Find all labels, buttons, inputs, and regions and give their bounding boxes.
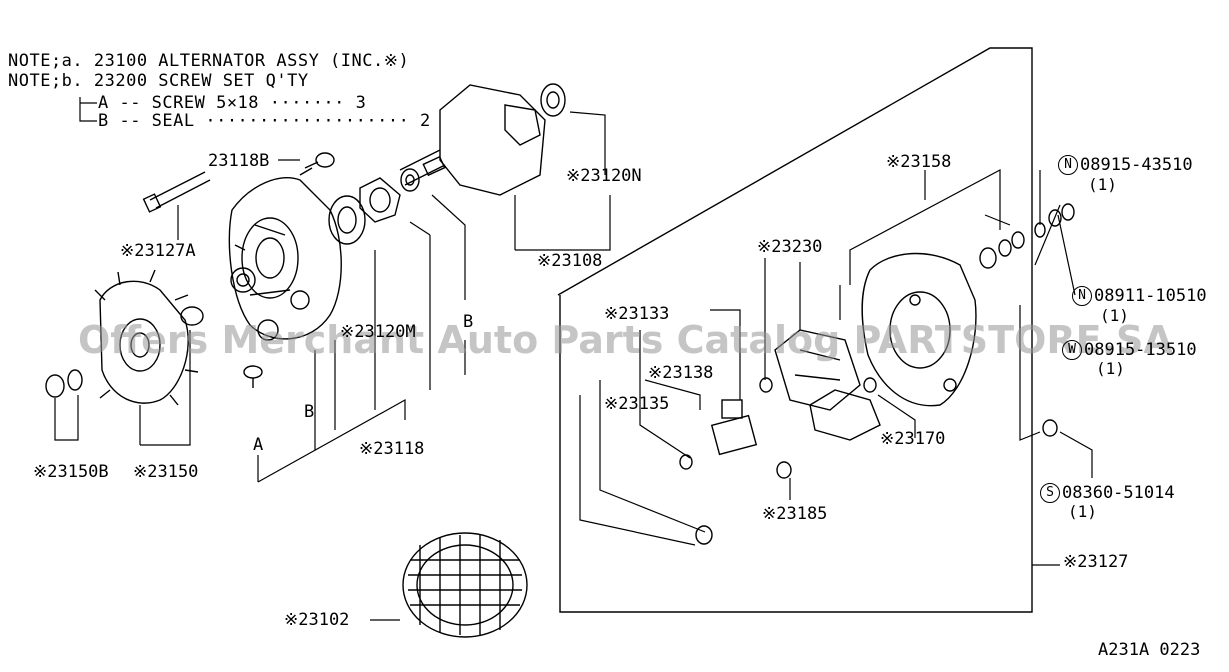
watermark-text: Offers Merchant Auto Parts Catalog PARTS… xyxy=(78,318,1173,362)
screw-08360 xyxy=(1042,419,1058,437)
front-cover-part xyxy=(228,176,342,341)
note-line-3: A -- SCREW 5×18 ······· 3 xyxy=(98,93,367,113)
label-letter-a: A xyxy=(253,435,264,455)
hardware-part-number: 08911-10510 xyxy=(1094,286,1207,306)
nut-c xyxy=(1061,203,1075,221)
screw-23170 xyxy=(863,377,877,393)
pulley-nut xyxy=(45,374,65,398)
hardware-part-number: 08915-43510 xyxy=(1080,155,1193,175)
label-23102: ※23102 xyxy=(284,610,350,630)
label-23170: ※23170 xyxy=(880,429,946,449)
rear-group-frame xyxy=(557,47,1033,613)
rear-housing-part xyxy=(861,252,977,407)
pulley-washer xyxy=(67,369,83,391)
label-letter-b-1: B xyxy=(304,402,315,422)
label-23150: ※23150 xyxy=(133,462,199,482)
screw-23135 xyxy=(679,454,693,470)
leader-lines xyxy=(54,97,1093,621)
label-23127: ※23127 xyxy=(1063,552,1129,572)
hardware-qty-1: (1) xyxy=(1088,175,1117,194)
regulator-part xyxy=(710,399,758,456)
label-23118B: 23118B xyxy=(208,151,270,171)
nut-b xyxy=(1048,209,1062,227)
label-23185: ※23185 xyxy=(762,504,828,524)
hardware-qty-3: (1) xyxy=(1096,359,1125,378)
hardware-part-number: 08360-51014 xyxy=(1062,483,1175,503)
note-line-4: B -- SEAL ··················· 2 xyxy=(98,111,431,131)
label-23120M: ※23120M xyxy=(340,322,416,342)
brush-holder-part xyxy=(809,389,881,441)
label-23120N: ※23120N xyxy=(566,166,642,186)
label-23150B: ※23150B xyxy=(33,462,109,482)
label-letter-b-2: B xyxy=(463,312,474,332)
spacer-washer xyxy=(400,168,420,192)
washer-a xyxy=(998,239,1012,257)
stator-part xyxy=(402,532,528,638)
label-23127A: ※23127A xyxy=(120,241,196,261)
hardware-part-number: 08915-13510 xyxy=(1084,340,1197,360)
symbol-badge: N xyxy=(1072,286,1092,306)
note-line-1: NOTE;a. 23100 ALTERNATOR ASSY (INC.※) xyxy=(8,51,410,71)
screw-a xyxy=(243,365,263,388)
note-line-2: NOTE;b. 23200 SCREW SET Q'TY xyxy=(8,71,309,91)
screw-23185 xyxy=(776,461,792,479)
label-23230: ※23230 xyxy=(757,237,823,257)
diagram-code: A231A 0223 xyxy=(1098,640,1201,660)
fan-part xyxy=(94,269,204,406)
through-bolt xyxy=(142,171,211,213)
label-23138: ※23138 xyxy=(648,363,714,383)
washer-b xyxy=(1011,231,1025,249)
symbol-badge: W xyxy=(1062,340,1082,360)
screw-23133 xyxy=(695,525,713,545)
screw-23230 xyxy=(759,377,773,393)
label-23108: ※23108 xyxy=(537,251,603,271)
symbol-badge: N xyxy=(1058,155,1078,175)
label-23118: ※23118 xyxy=(359,439,425,459)
rotor-part xyxy=(399,83,566,196)
label-23133: ※23133 xyxy=(604,304,670,324)
bearing-23120M xyxy=(328,195,366,245)
symbol-badge: S xyxy=(1040,483,1060,503)
bolt-23118B xyxy=(299,152,335,176)
nut-a xyxy=(1034,222,1046,238)
label-23158: ※23158 xyxy=(886,152,952,172)
retainer-plate xyxy=(359,177,401,223)
insulator xyxy=(979,247,997,269)
hardware-qty-2: (1) xyxy=(1100,306,1129,325)
label-23135: ※23135 xyxy=(604,394,670,414)
hardware-qty-4: (1) xyxy=(1068,502,1097,521)
